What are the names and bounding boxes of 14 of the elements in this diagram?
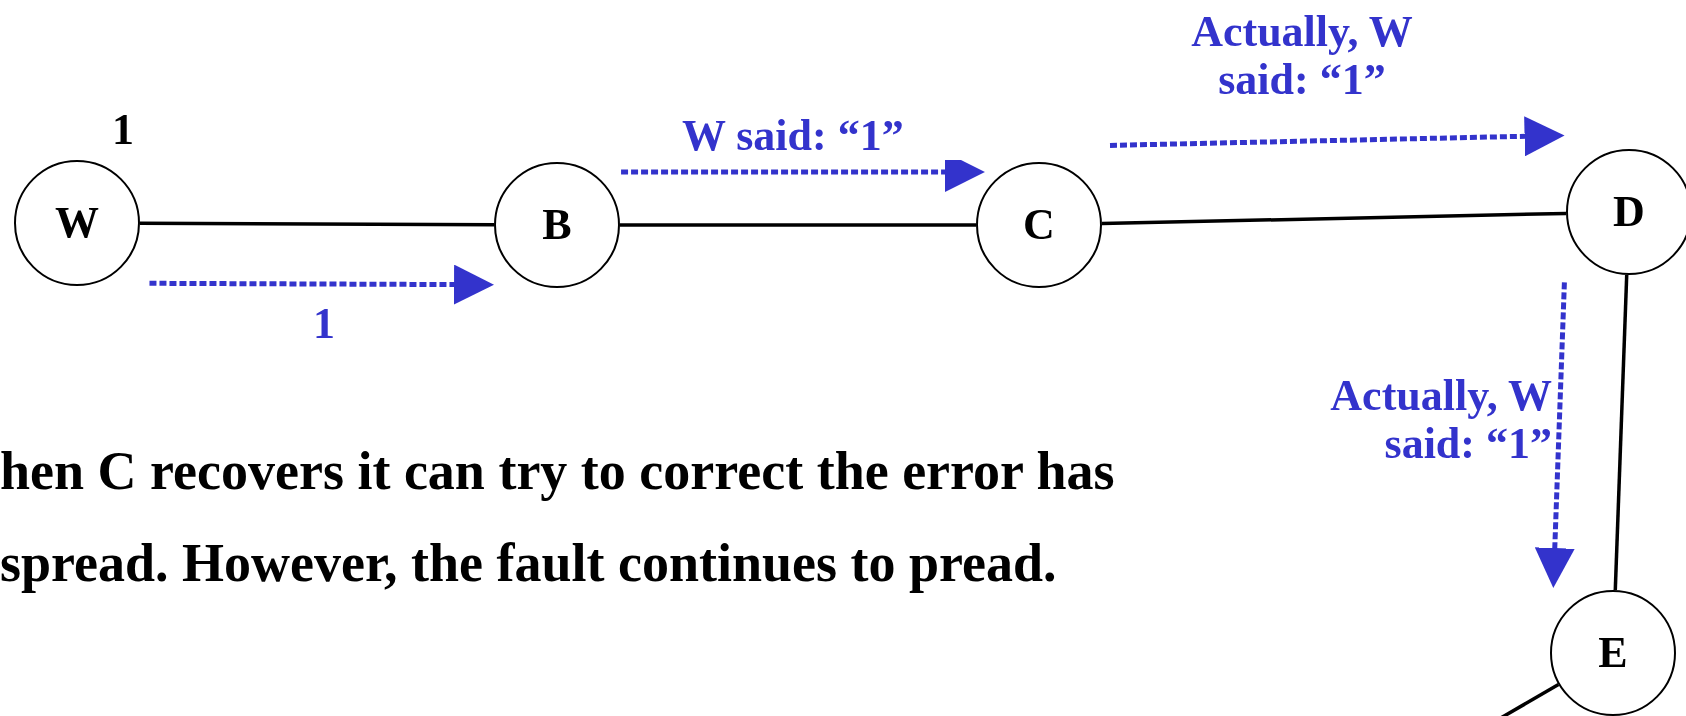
message-arrow: [1109, 116, 1565, 157]
node-label: E: [1598, 631, 1628, 675]
node-value: 1: [112, 108, 134, 152]
link-line: [140, 221, 494, 227]
link-line: [1613, 274, 1629, 591]
node-label: W: [55, 201, 99, 245]
link-line: [620, 223, 976, 227]
node-label: D: [1613, 190, 1645, 234]
message-arrow: [149, 264, 495, 305]
node-label: C: [1023, 203, 1055, 247]
link-line: [1101, 211, 1567, 226]
note-text: hen C recovers it can try to correct the error has spread. However, the fault continues to pread.: [0, 440, 1116, 595]
message-arrow: [1534, 282, 1575, 589]
node-label: B: [542, 203, 572, 247]
